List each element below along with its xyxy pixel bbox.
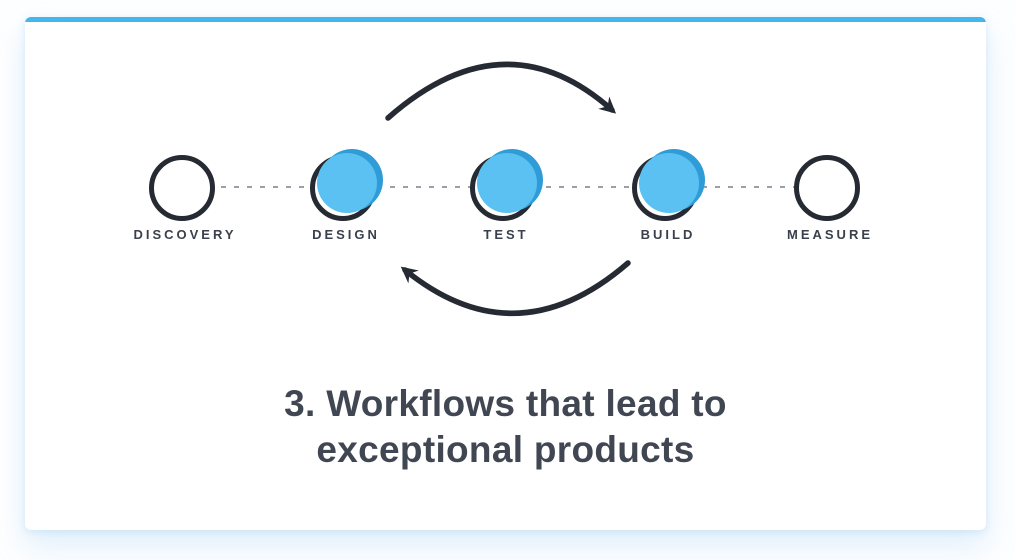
node-circle	[468, 149, 544, 221]
slide-card: DISCOVERY DESIGN TEST	[25, 17, 986, 530]
node-fill-light	[477, 153, 537, 213]
node-circle	[630, 149, 706, 221]
loop-arrow-forward-icon	[385, 61, 617, 121]
slide-caption: 3. Workflows that lead to exceptional pr…	[25, 381, 986, 473]
workflow-node-design: DESIGN	[308, 149, 384, 242]
workflow-node-discovery: DISCOVERY	[133, 149, 234, 242]
node-label: DISCOVERY	[133, 227, 237, 242]
loop-arrow-backward-icon	[400, 260, 631, 317]
workflow-node-measure: MEASURE	[787, 149, 870, 242]
node-circle	[792, 149, 868, 221]
node-circle	[308, 149, 384, 221]
node-label: DESIGN	[312, 227, 380, 242]
caption-line-2: exceptional products	[316, 429, 695, 470]
accent-top-bar	[25, 17, 986, 22]
workflow-node-test: TEST	[468, 149, 544, 242]
node-fill-light	[639, 153, 699, 213]
node-fill-light	[317, 153, 377, 213]
node-label: MEASURE	[786, 227, 874, 242]
caption-line-1: 3. Workflows that lead to	[284, 383, 727, 424]
node-circle	[147, 149, 223, 221]
node-ring	[149, 155, 215, 221]
node-ring	[794, 155, 860, 221]
workflow-node-build: BUILD	[630, 149, 706, 242]
workflow-diagram: DISCOVERY DESIGN TEST	[25, 17, 986, 530]
node-label: BUILD	[640, 227, 696, 242]
node-label: TEST	[483, 227, 529, 242]
